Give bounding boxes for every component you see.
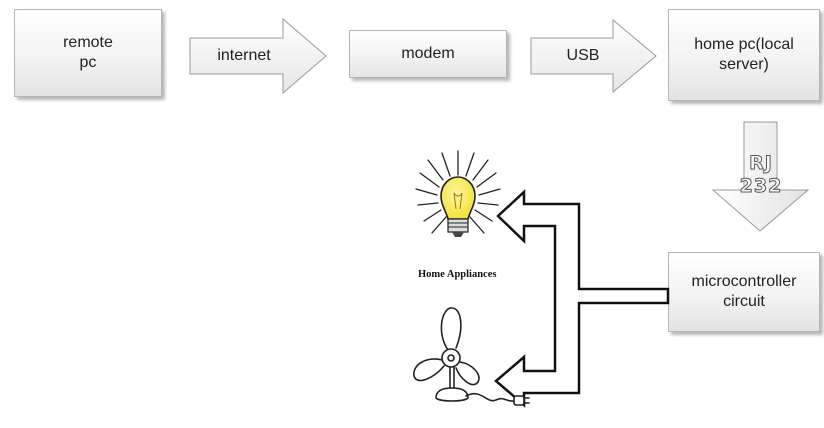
home-appliances-label: Home Appliances xyxy=(418,269,497,280)
home-pc-label: home pc(local server) xyxy=(694,36,794,73)
rj-label-line2: 232 xyxy=(739,175,783,197)
usb-label: USB xyxy=(566,47,600,64)
rj-label-line1: RJ xyxy=(749,152,773,174)
home-pc-node: home pc(local server) xyxy=(668,9,820,101)
appliance-bracket-arrow xyxy=(494,189,670,408)
modem-node: modem xyxy=(349,30,507,78)
internet-label: internet xyxy=(217,47,271,64)
rj232-arrow xyxy=(711,121,810,232)
fan-icon xyxy=(413,307,530,406)
remote-pc-label: remote pc xyxy=(63,34,113,71)
internet-arrow xyxy=(189,17,327,95)
remote-pc-node: remote pc xyxy=(14,9,162,97)
light-bulb-icon xyxy=(415,150,501,237)
usb-arrow xyxy=(530,18,657,94)
modem-label: modem xyxy=(401,45,455,62)
microcontroller-label: microcontroller circuit xyxy=(691,273,797,310)
microcontroller-node: microcontroller circuit xyxy=(668,252,820,332)
